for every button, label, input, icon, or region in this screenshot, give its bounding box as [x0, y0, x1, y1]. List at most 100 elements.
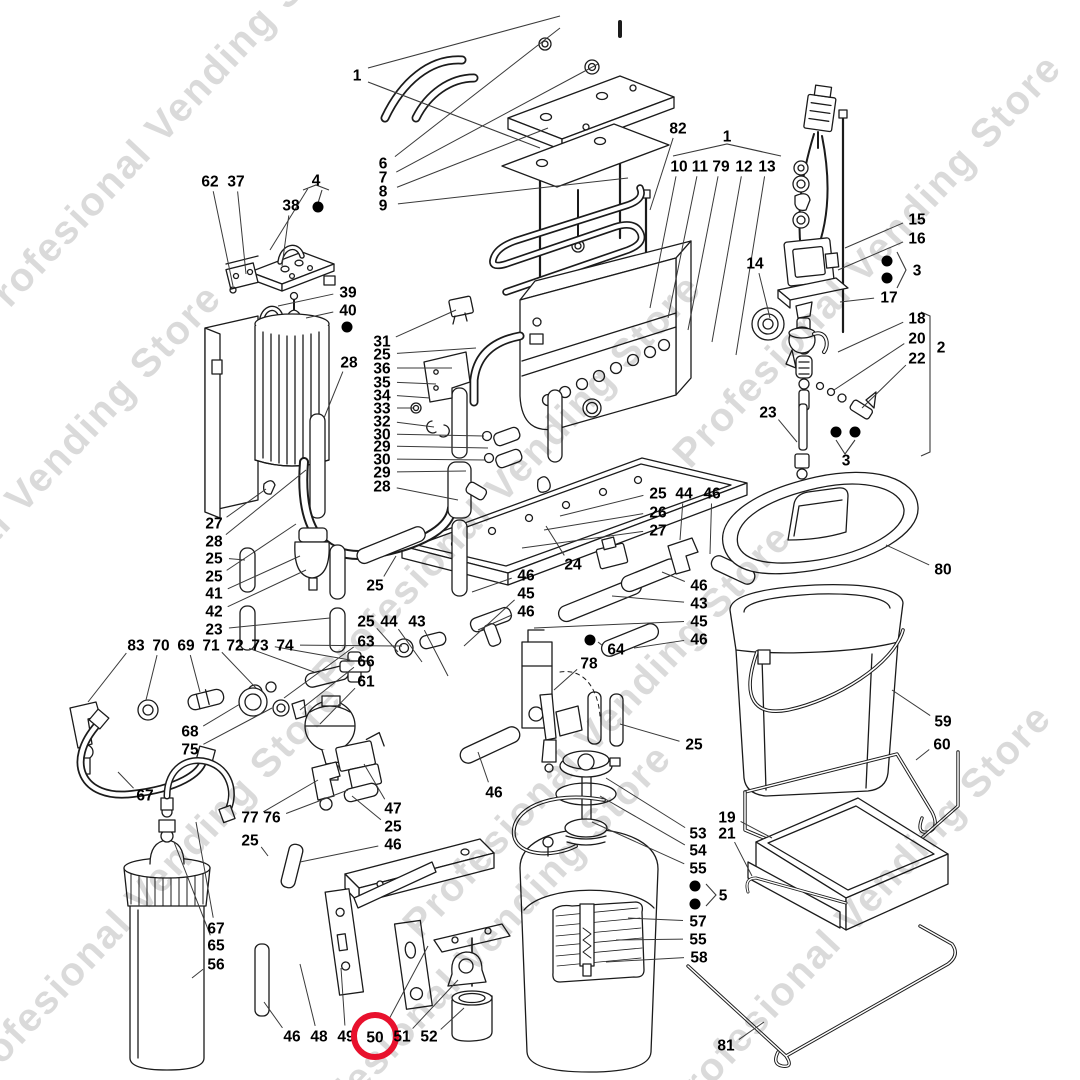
callout-46: 46 — [690, 632, 708, 649]
callout-dot — [849, 426, 861, 438]
callout-45: 45 — [690, 614, 708, 631]
leader-line — [396, 445, 489, 449]
callout-82: 82 — [669, 121, 686, 138]
callout-25: 25 — [649, 486, 667, 503]
callout-dot — [341, 321, 353, 333]
heater-assembly — [204, 244, 336, 519]
leader-line — [191, 968, 204, 979]
callout-bracket — [367, 15, 561, 69]
callout-24: 24 — [564, 557, 582, 574]
leader-line — [533, 620, 685, 629]
callout-60: 60 — [933, 737, 950, 754]
callout-57: 57 — [689, 914, 706, 931]
leader-line — [915, 749, 930, 761]
leader-line — [885, 544, 930, 566]
leader-line — [758, 273, 771, 319]
leader-line — [260, 846, 269, 857]
inlet-valve-assembly — [751, 84, 877, 480]
leader-line — [545, 525, 565, 556]
callout-brackets — [302, 15, 931, 907]
callout-25: 25 — [205, 569, 223, 586]
callout-46: 46 — [517, 604, 535, 621]
callout-37: 37 — [227, 174, 244, 191]
callout-leader-lines — [87, 27, 931, 1040]
leader-line — [709, 503, 713, 555]
callout-61: 61 — [357, 674, 375, 691]
callout-41: 41 — [205, 586, 223, 603]
leader-line — [228, 617, 331, 629]
leader-line — [711, 176, 742, 343]
callout-65: 65 — [207, 938, 225, 955]
callout-68: 68 — [181, 724, 199, 741]
callout-62: 62 — [201, 174, 218, 191]
callout-46: 46 — [703, 486, 721, 503]
water-filter-cap — [298, 527, 328, 543]
callout-bracket — [367, 81, 541, 149]
injector-bracket — [521, 629, 583, 773]
leader-line — [861, 364, 907, 409]
callout-28: 28 — [340, 355, 358, 372]
leader-line — [396, 458, 487, 461]
callout-30: 30 — [373, 452, 390, 469]
leader-line — [891, 689, 931, 716]
callout-48: 48 — [310, 1029, 328, 1046]
callout-74: 74 — [276, 638, 294, 655]
leader-line — [396, 487, 459, 501]
callout-32: 32 — [373, 414, 390, 431]
callout-31: 31 — [373, 334, 391, 351]
callout-dot — [689, 898, 701, 910]
callout-64: 64 — [607, 642, 625, 659]
leader-line — [87, 652, 127, 703]
leader-line — [319, 687, 356, 725]
leader-line — [189, 654, 201, 693]
pressure-can — [451, 995, 493, 1042]
filter-bottle — [123, 757, 236, 1071]
callout-23: 23 — [759, 405, 777, 422]
callout-52: 52 — [420, 1029, 437, 1046]
leader-line — [227, 569, 307, 608]
leader-line — [778, 419, 798, 443]
callout-66: 66 — [357, 654, 375, 671]
callout-59: 59 — [934, 714, 952, 731]
leader-line — [605, 957, 685, 963]
callout-dots — [312, 201, 893, 910]
callout-75: 75 — [181, 742, 199, 759]
callout-bracket — [896, 251, 907, 289]
water-canister — [511, 750, 659, 1073]
callout-28: 28 — [205, 534, 223, 551]
leader-line — [363, 763, 386, 800]
callout-bracket — [835, 439, 856, 455]
leader-line — [735, 176, 766, 356]
callout-2: 2 — [937, 340, 946, 357]
leader-line — [627, 917, 684, 922]
leader-line — [649, 137, 674, 211]
leader-line — [423, 629, 449, 677]
leader-line — [299, 666, 355, 711]
callout-15: 15 — [908, 212, 926, 229]
leader-line — [619, 723, 680, 742]
callout-55: 55 — [689, 861, 707, 878]
leader-line — [340, 967, 346, 1026]
callout-25: 25 — [366, 578, 384, 595]
leader-line — [734, 841, 753, 877]
callout-22: 22 — [908, 351, 925, 368]
callout-7: 7 — [379, 170, 388, 187]
leader-line — [837, 321, 904, 353]
callout-77: 77 — [241, 810, 258, 827]
leader-line — [225, 469, 307, 535]
leader-line — [299, 845, 379, 863]
callout-dot — [830, 426, 842, 438]
leader-line — [844, 222, 904, 249]
callout-73: 73 — [251, 638, 269, 655]
leader-line — [738, 1021, 765, 1040]
boiler-block — [489, 184, 692, 431]
callout-18: 18 — [908, 311, 926, 328]
leader-line — [394, 27, 561, 158]
callout-25: 25 — [205, 551, 223, 568]
callout-36: 36 — [373, 361, 391, 378]
leader-line — [615, 938, 684, 941]
callout-43: 43 — [690, 596, 708, 613]
leader-line — [383, 555, 397, 577]
